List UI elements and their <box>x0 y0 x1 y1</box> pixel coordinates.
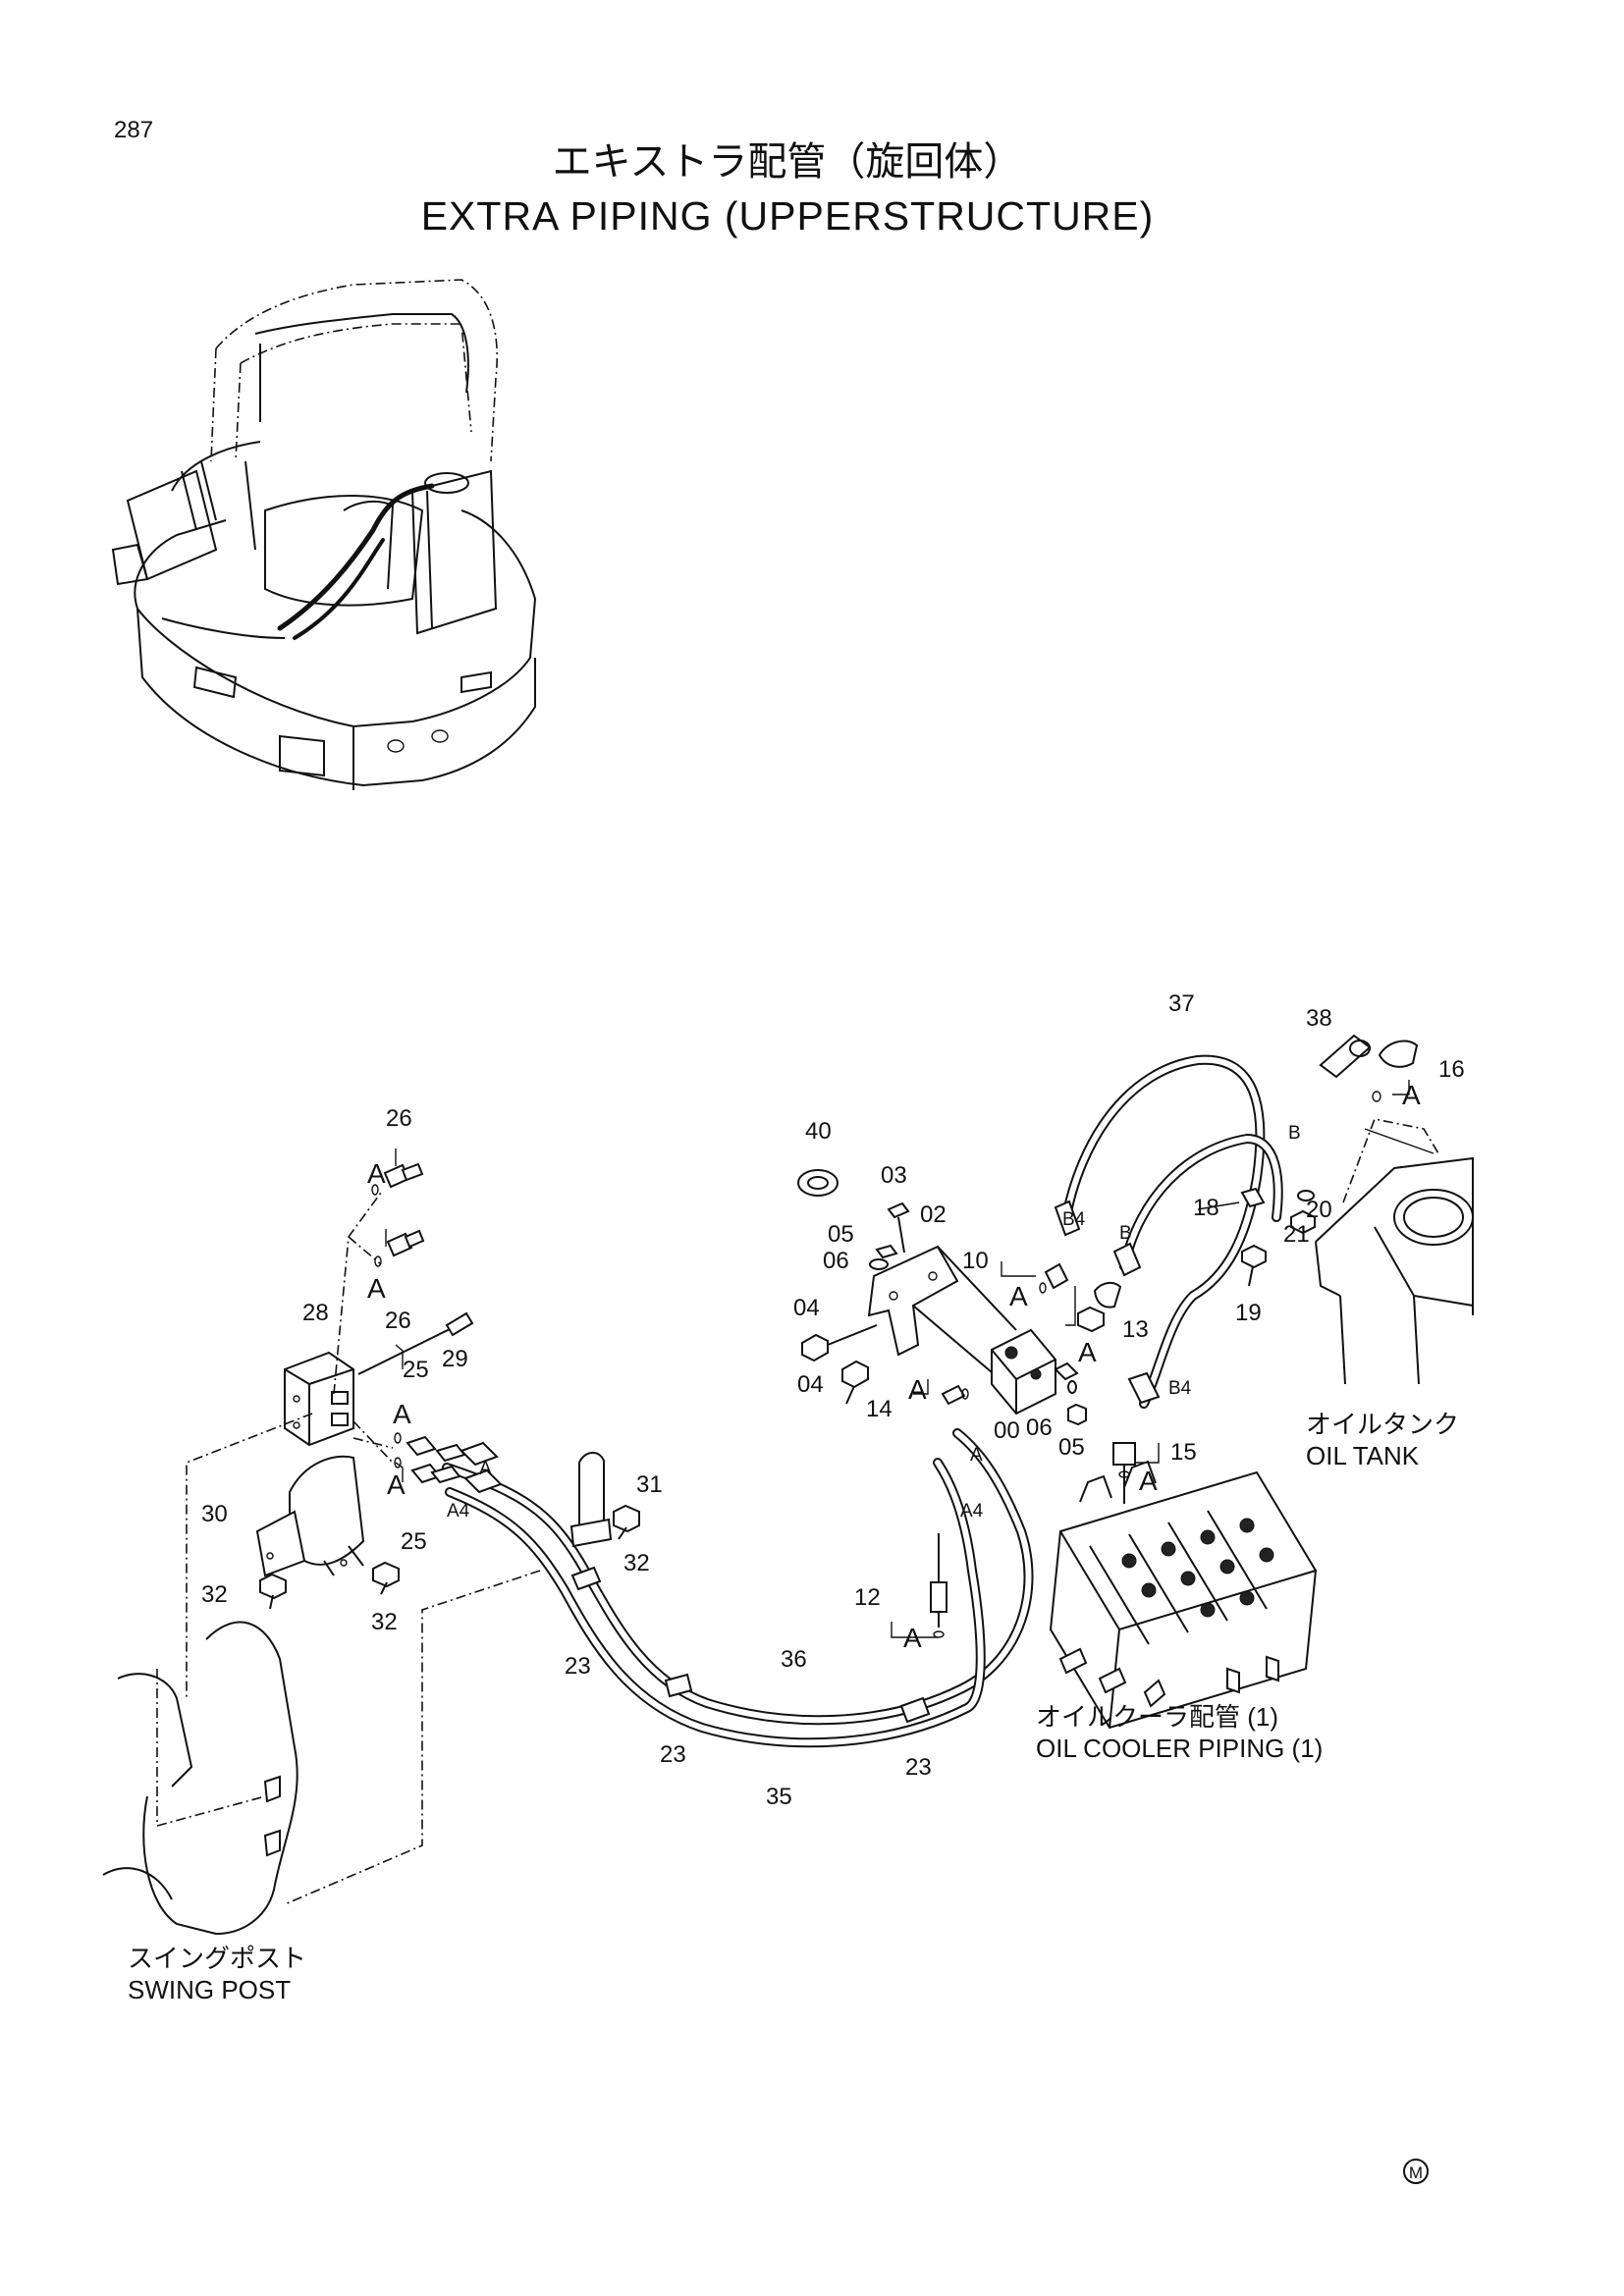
callout-23-right: 23 <box>905 1754 932 1781</box>
callout-14: 14 <box>866 1396 893 1422</box>
callout-28: 28 <box>302 1300 329 1326</box>
ref-a-16: A <box>1402 1080 1421 1110</box>
callout-10: 10 <box>962 1248 989 1274</box>
bracket-30 <box>255 1455 365 1577</box>
callout-32-middle: 32 <box>371 1609 398 1635</box>
callout-04-upper: 04 <box>793 1295 820 1321</box>
port-mark-a-1: A <box>479 1459 492 1479</box>
ref-a-25-bottom: A <box>387 1469 406 1500</box>
callout-26-top: 26 <box>386 1105 412 1132</box>
block-00 <box>941 1262 1122 1426</box>
title-english: EXTRA PIPING (UPPERSTRUCTURE) <box>421 193 1155 239</box>
callout-38: 38 <box>1306 1005 1332 1032</box>
port-mark-b4-1: B4 <box>1062 1209 1086 1230</box>
ref-a-26-bottom: A <box>367 1273 386 1304</box>
ref-a-25-top: A <box>393 1399 411 1429</box>
caption-oil-tank-jp: オイルタンク <box>1306 1410 1459 1439</box>
fittings-26 <box>371 1162 425 1267</box>
bolts-32 <box>259 1504 640 1610</box>
callout-35: 35 <box>766 1784 792 1810</box>
callout-23-middle: 23 <box>660 1741 686 1768</box>
callout-20: 20 <box>1306 1197 1332 1223</box>
callout-26-bottom: 26 <box>385 1308 411 1334</box>
callout-13: 13 <box>1122 1316 1149 1343</box>
callout-02: 02 <box>920 1201 947 1228</box>
callout-06-right: 06 <box>1026 1415 1053 1441</box>
port-mark-b4-2: B4 <box>1168 1378 1192 1399</box>
callout-21: 21 <box>1283 1221 1310 1248</box>
page-number: 287 <box>114 117 153 143</box>
caption-oil-tank-en: OIL TANK <box>1306 1441 1420 1470</box>
excavator-overview-illustration <box>111 279 537 790</box>
fittings-25 <box>394 1432 503 1494</box>
callout-40: 40 <box>805 1118 832 1145</box>
fitting-12 <box>930 1533 947 1638</box>
port-mark-b-1: B <box>1119 1223 1132 1244</box>
callout-00: 00 <box>994 1417 1020 1444</box>
ref-a-15: A <box>1139 1466 1158 1496</box>
port-mark-b-2: B <box>1288 1123 1301 1144</box>
callout-05-right: 05 <box>1058 1434 1085 1461</box>
callout-23-left: 23 <box>565 1653 591 1680</box>
hose-37 <box>1060 1054 1283 1409</box>
ref-a-26-top: A <box>367 1158 386 1189</box>
bolt-29 <box>357 1311 474 1375</box>
callout-32-left: 32 <box>201 1581 228 1608</box>
swing-post <box>102 1621 298 1936</box>
callout-05-left: 05 <box>828 1221 854 1248</box>
caption-oil-cooler-en: OIL COOLER PIPING (1) <box>1036 1734 1323 1763</box>
callout-04-lower: 04 <box>797 1371 824 1398</box>
reference-brackets <box>385 1080 1410 1638</box>
circled-m-mark: M <box>1403 2159 1429 2184</box>
clamp-31 <box>569 1452 613 1548</box>
callout-16: 16 <box>1438 1056 1465 1083</box>
callout-15: 15 <box>1170 1439 1197 1466</box>
bracket-02 <box>801 1201 1017 1405</box>
callout-37: 37 <box>1168 990 1195 1017</box>
ref-a-13: A <box>1078 1337 1097 1367</box>
part-callouts: 26 26 28 29 25 25 30 32 32 32 31 23 23 2… <box>201 990 1465 1810</box>
callout-29: 29 <box>442 1346 468 1372</box>
callout-31: 31 <box>636 1471 663 1498</box>
caption-oil-cooler-jp: オイルクーラ配管 (1) <box>1036 1702 1278 1732</box>
hose-37-fittings <box>1054 1034 1419 1405</box>
callout-19: 19 <box>1235 1300 1262 1326</box>
callout-36: 36 <box>781 1646 807 1673</box>
grommet-40 <box>797 1169 839 1197</box>
title-japanese: エキストラ配管（旋回体） <box>553 140 1023 184</box>
mark-symbol-text: M <box>1409 2163 1423 2182</box>
port-mark-a4-2: A4 <box>960 1501 984 1522</box>
port-mark-a4-1: A4 <box>447 1501 470 1522</box>
clamps-23 <box>570 1566 931 1724</box>
manifold-block-28 <box>284 1351 354 1447</box>
callout-30: 30 <box>201 1501 228 1527</box>
leader-lines <box>156 1118 1439 1905</box>
callout-32-right: 32 <box>623 1550 650 1576</box>
caption-swing-post-en: SWING POST <box>128 1975 291 2004</box>
ref-a-14: A <box>908 1374 927 1405</box>
control-valve-assembly <box>1049 1460 1318 1730</box>
caption-swing-post-jp: スイングポスト <box>128 1944 306 1973</box>
callout-25-top: 25 <box>403 1357 429 1383</box>
ref-a-12: A <box>903 1623 922 1653</box>
callout-03: 03 <box>881 1162 907 1189</box>
oil-tank <box>1315 1128 1474 1385</box>
ref-a-10: A <box>1009 1281 1028 1311</box>
port-mark-a-2: A <box>970 1445 983 1466</box>
section-reference-a-marks: A A A A A A A A A A <box>367 1080 1421 1653</box>
hose-35-36 <box>442 1428 1034 1748</box>
callout-18: 18 <box>1193 1195 1219 1221</box>
callout-25-bottom: 25 <box>401 1528 427 1555</box>
fitting-15 <box>1112 1442 1136 1504</box>
callout-06-left: 06 <box>823 1248 849 1274</box>
port-marks: A A4 A A4 B4 B B B4 <box>447 1123 1301 1522</box>
callout-12: 12 <box>854 1584 881 1611</box>
captions: オイルタンク OIL TANK オイルクーラ配管 (1) OIL COOLER … <box>128 1410 1459 2004</box>
